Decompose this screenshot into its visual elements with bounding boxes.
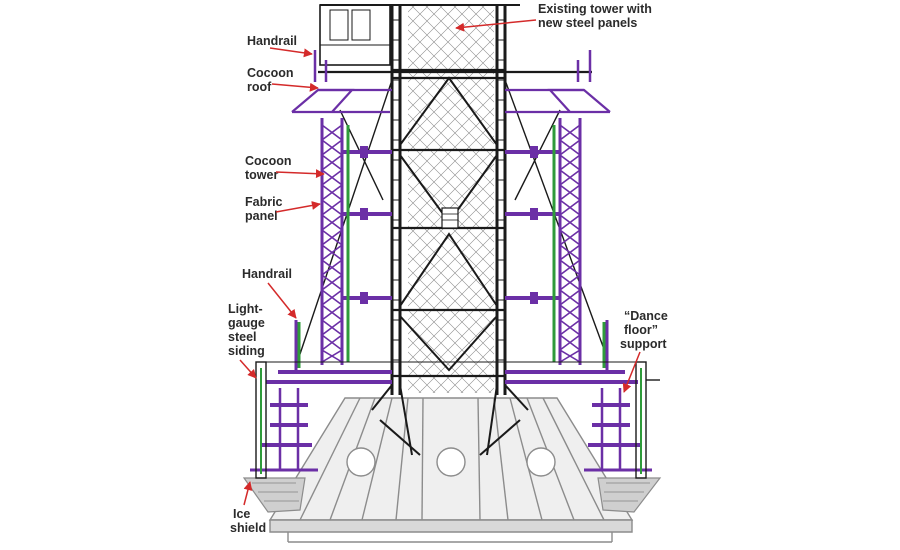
- label-fabric-panel-line1: Fabric: [245, 195, 283, 209]
- callout-cocoon-tower: Cocoon tower: [245, 154, 325, 182]
- label-existing-tower-line2: new steel panels: [538, 16, 637, 30]
- ice-shield-left: [242, 477, 306, 513]
- fabric-panels: [297, 125, 606, 368]
- label-cocoon-roof-line1: Cocoon: [247, 66, 294, 80]
- callout-dance-floor-support: “Dance floor” support: [620, 309, 668, 393]
- label-handrail-mid: Handrail: [242, 267, 292, 281]
- label-fabric-panel-line2: panel: [245, 209, 278, 223]
- arrow-siding: [239, 359, 257, 379]
- label-cocoon-tower-line1: Cocoon: [245, 154, 292, 168]
- label-handrail-top: Handrail: [247, 34, 297, 48]
- callout-existing-tower: Existing tower with new steel panels: [455, 2, 652, 32]
- arrow-existing-tower: [455, 19, 537, 32]
- arrow-dance-floor: [622, 351, 641, 393]
- label-existing-tower-line1: Existing tower with: [538, 2, 652, 16]
- existing-tower: [297, 4, 609, 456]
- arrow-ice-shield: [243, 481, 253, 506]
- steel-siding: [255, 361, 660, 479]
- arrow-cocoon-tower: [275, 169, 325, 179]
- arrow-handrail-mid: [267, 282, 297, 319]
- label-siding-line4: siding: [228, 344, 265, 358]
- callout-fabric-panel: Fabric panel: [245, 195, 321, 223]
- callout-handrail-mid: Handrail: [242, 267, 297, 319]
- siding-green-edge: [260, 368, 642, 474]
- callouts: Existing tower with new steel panels Han…: [228, 2, 668, 535]
- label-ice-shield-line1: Ice: [233, 507, 250, 521]
- label-siding-line1: Light-: [228, 302, 263, 316]
- ice-shield-right: [597, 477, 662, 513]
- label-dance-floor-line3: support: [620, 337, 667, 351]
- pier-base: [268, 397, 634, 543]
- callout-cocoon-roof: Cocoon roof: [247, 66, 319, 94]
- label-dance-floor-line2: floor”: [624, 323, 658, 337]
- label-cocoon-roof-line2: roof: [247, 80, 272, 94]
- arrow-handrail-top: [269, 47, 313, 58]
- label-ice-shield-line2: shield: [230, 521, 266, 535]
- callout-light-gauge-siding: Light- gauge steel siding: [228, 302, 265, 379]
- label-siding-line2: gauge: [228, 316, 265, 330]
- callout-ice-shield: Ice shield: [230, 481, 266, 535]
- label-dance-floor-line1: “Dance: [624, 309, 668, 323]
- arrow-cocoon-roof: [271, 82, 319, 92]
- label-siding-line3: steel: [228, 330, 257, 344]
- arrow-fabric-panel: [275, 201, 321, 213]
- label-cocoon-tower-line2: tower: [245, 168, 278, 182]
- callout-handrail-top: Handrail: [247, 34, 313, 58]
